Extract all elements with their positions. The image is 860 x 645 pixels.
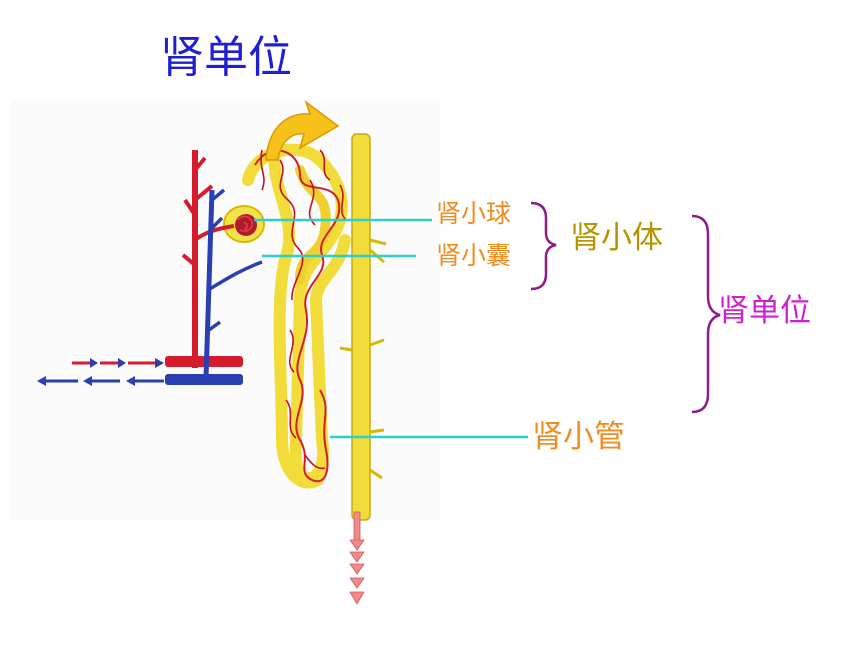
glomerulus-detail <box>237 215 254 233</box>
label-renal-corpuscle: 肾小体 <box>570 220 663 256</box>
blood-out-arrows <box>37 376 164 386</box>
label-nephron: 肾单位 <box>718 293 811 329</box>
corpuscle-brace <box>530 201 557 291</box>
renal-vein-trunk <box>165 374 243 385</box>
collecting-duct <box>351 133 371 521</box>
renal-tubule-path <box>242 143 351 485</box>
renal-tubule-loop <box>268 144 324 489</box>
vein <box>203 189 215 379</box>
capillary-network <box>254 149 341 483</box>
diagram-background <box>10 100 440 520</box>
convoluted-tubule <box>295 165 331 285</box>
nephron-brace <box>691 214 721 414</box>
label-renal-tubule: 肾小管 <box>532 419 625 455</box>
label-glomerulus: 肾小球 <box>436 199 512 228</box>
flow-arrow-icon <box>265 99 340 161</box>
blood-in-arrows <box>72 358 164 368</box>
urine-flow-arrows <box>349 511 365 605</box>
page-title: 肾单位 <box>160 32 292 83</box>
renal-artery-trunk <box>165 356 243 367</box>
capillary-detail-top <box>260 149 347 221</box>
vein-branches <box>207 188 263 332</box>
capillary-detail <box>279 159 326 470</box>
label-capsule: 肾小囊 <box>436 241 512 270</box>
